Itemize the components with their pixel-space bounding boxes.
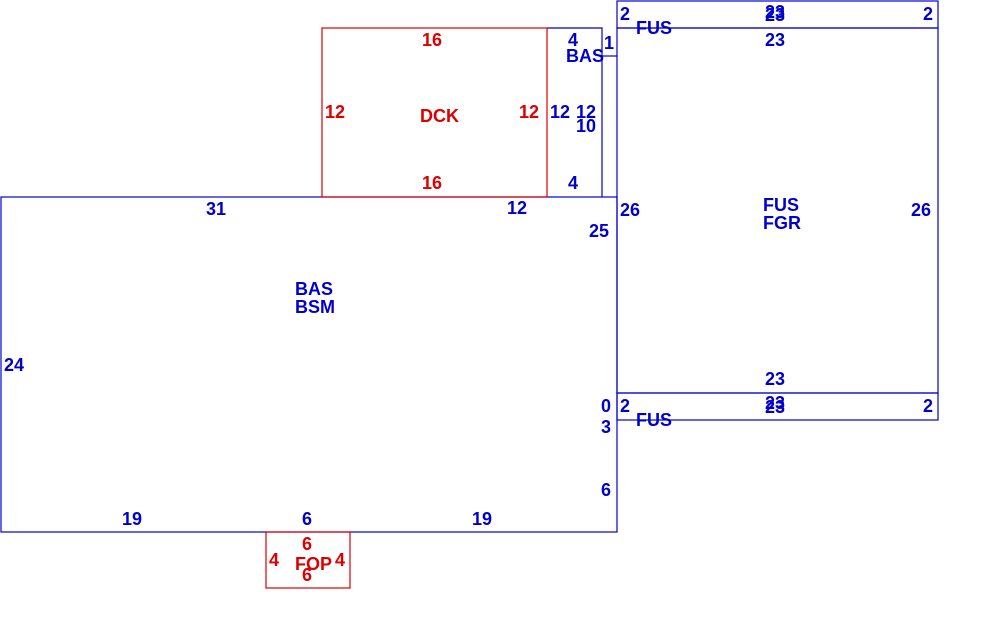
bas-small-outline (547, 27, 603, 197)
bas-small-code-label: BAS (566, 46, 604, 66)
fgr-code-label: FGR (763, 213, 801, 233)
fus-fgr-dim-top: 23 (765, 30, 785, 50)
fop-code-label: FOP (295, 554, 332, 574)
bas-small-dim-inner-b: 10 (576, 116, 596, 136)
dck-code-label: DCK (420, 106, 459, 126)
bas-dim-top-left: 31 (206, 199, 226, 219)
bas-dim-right-upper: 25 (589, 221, 609, 241)
bas-dim-top-right: 12 (507, 198, 527, 218)
bas-dim-bottom-left: 19 (122, 509, 142, 529)
bas-small-dim-top: 4 (568, 30, 578, 50)
fus-top-dim-right: 2 (923, 4, 933, 24)
dck-dim-bottom: 16 (422, 173, 442, 193)
fop-dim-bottom: 6 (302, 565, 312, 585)
fus-top-code-label: FUS (636, 18, 672, 38)
bas-dim-left: 24 (4, 355, 24, 375)
bas-dim-right-three: 3 (601, 417, 611, 437)
dck-dim-right: 12 (519, 102, 539, 122)
bas-dim-right-six: 6 (601, 480, 611, 500)
fus-bottom-dim-b: 23 (765, 397, 785, 417)
fus-top-outline (616, 0, 939, 29)
fus-bottom-dim-right: 2 (923, 396, 933, 416)
bas-small-dim-right: 1 (604, 33, 614, 53)
bas-small-dim-bottom: 4 (568, 173, 578, 193)
fus-fgr-dim-left: 26 (620, 200, 640, 220)
bas-dim-right-zero: 0 (601, 396, 611, 416)
fus-code-label: FUS (763, 195, 799, 215)
fop-dim-left: 4 (269, 550, 279, 570)
dck-dim-left: 12 (325, 102, 345, 122)
bas-dim-bottom-mid: 6 (302, 509, 312, 529)
fus-top-dim-b: 23 (765, 5, 785, 25)
fop-dim-right: 4 (335, 550, 345, 570)
fus-bottom-code-label: FUS (636, 410, 672, 430)
bas-code-label: BAS (295, 279, 333, 299)
fus-bottom-dim-a: 23 (765, 393, 785, 413)
fus-top-dim-left: 2 (620, 4, 630, 24)
fus-fgr-dim-bottom: 23 (765, 369, 785, 389)
fop-outline (265, 531, 351, 589)
fop-dim-top: 6 (302, 534, 312, 554)
dck-dim-top: 16 (422, 30, 442, 50)
bas-small-dim-inner-a: 12 (576, 102, 596, 122)
dck-outline (321, 27, 548, 198)
bsm-code-label: BSM (295, 297, 335, 317)
fus-bottom-outline (616, 392, 939, 421)
fus-bottom-dim-left: 2 (620, 396, 630, 416)
fus-top-dim-a: 23 (765, 2, 785, 22)
bas-dim-bottom-right: 19 (472, 509, 492, 529)
bas-small-dim-left: 12 (550, 102, 570, 122)
fus-fgr-dim-right: 26 (911, 200, 931, 220)
